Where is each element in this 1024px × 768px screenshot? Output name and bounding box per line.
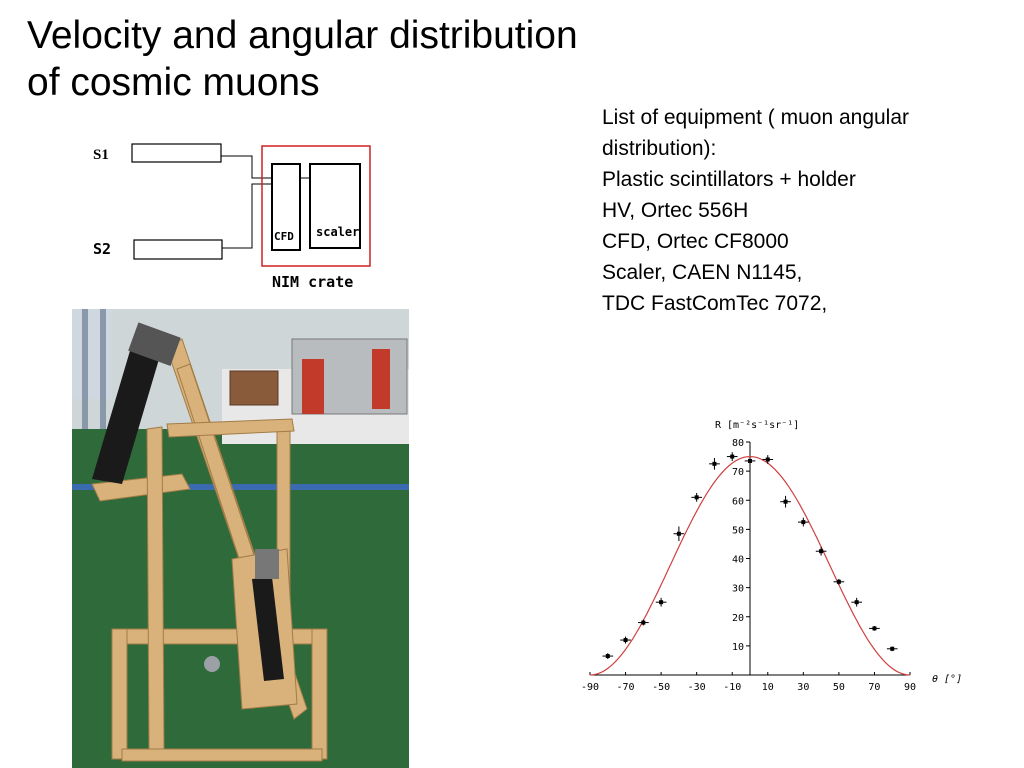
data-point: [623, 638, 628, 643]
x-tick-label: 70: [868, 682, 880, 693]
y-tick-label: 50: [732, 525, 744, 536]
x-tick-label: -30: [688, 682, 706, 693]
equipment-line: HV, Ortec 556H: [602, 199, 749, 222]
slide-title: Velocity and angular distribution of cos…: [27, 12, 667, 106]
data-point: [890, 646, 895, 651]
equipment-line: List of equipment ( muon angular: [602, 106, 910, 129]
data-point: [748, 458, 752, 463]
scintillator-s1: [131, 143, 222, 163]
data-point: [659, 600, 664, 605]
data-point: [730, 454, 735, 459]
data-point: [854, 600, 859, 605]
wire-s2: [222, 183, 274, 249]
experimental-setup-photo: [72, 309, 409, 768]
equipment-list: List of equipment ( muon angular distrib…: [602, 102, 1002, 319]
x-tick-label: -70: [617, 682, 635, 693]
data-point: [836, 579, 841, 584]
y-tick-label: 10: [732, 642, 744, 653]
y-tick-label: 60: [732, 496, 744, 507]
title-line-2: of cosmic muons: [27, 61, 320, 105]
data-point: [605, 654, 610, 659]
y-tick-label: 40: [732, 555, 744, 566]
data-point: [783, 499, 788, 504]
data-point: [694, 495, 699, 500]
nim-crate-label: NIM crate: [272, 273, 353, 291]
y-tick-label: 70: [732, 467, 744, 478]
s1-label: S1: [93, 147, 109, 163]
equipment-line: CFD, Ortec CF8000: [602, 230, 789, 253]
scaler-module: [309, 163, 361, 249]
title-line-1: Velocity and angular distribution: [27, 14, 578, 57]
data-point: [765, 457, 770, 462]
x-tick-label: -10: [723, 682, 741, 693]
cfd-module: [271, 163, 301, 251]
x-tick-label: 10: [762, 682, 774, 693]
x-tick-label: 50: [833, 682, 845, 693]
equipment-line: Plastic scintillators + holder: [602, 168, 856, 191]
scintillator-s2: [133, 239, 223, 260]
equipment-line: distribution):: [602, 137, 717, 160]
equipment-line: TDC FastComTec 7072,: [602, 292, 828, 315]
cfd-label: CFD: [274, 230, 294, 243]
y-tick-label: 80: [732, 438, 744, 449]
s2-label: S2: [93, 240, 111, 258]
y-tick-label: 20: [732, 613, 744, 624]
x-tick-label: -50: [652, 682, 670, 693]
angular-distribution-plot: R [m⁻²s⁻¹sr⁻¹] θ [°] -90 -70 -50 -30 -10 10 30…: [581, 420, 962, 693]
data-point: [801, 520, 806, 525]
nim-crate-box: [261, 145, 371, 267]
schematic-diagram: S1 S2 CFD scaler NIM crate: [93, 143, 371, 291]
data-point: [872, 626, 877, 631]
x-tick-label: 30: [797, 682, 809, 693]
x-axis-label: θ [°]: [932, 674, 962, 685]
scaler-label: scaler: [316, 225, 359, 239]
data-point: [712, 461, 717, 466]
y-axis-label: R [m⁻²s⁻¹sr⁻¹]: [715, 420, 799, 431]
data-point: [641, 620, 646, 625]
data-point: [676, 531, 681, 536]
x-tick-label: -90: [581, 682, 599, 693]
data-point: [819, 549, 824, 554]
equipment-line: Scaler, CAEN N1145,: [602, 261, 803, 284]
x-tick-label: 90: [904, 682, 916, 693]
y-tick-label: 30: [732, 584, 744, 595]
wire-s1: [221, 155, 274, 179]
